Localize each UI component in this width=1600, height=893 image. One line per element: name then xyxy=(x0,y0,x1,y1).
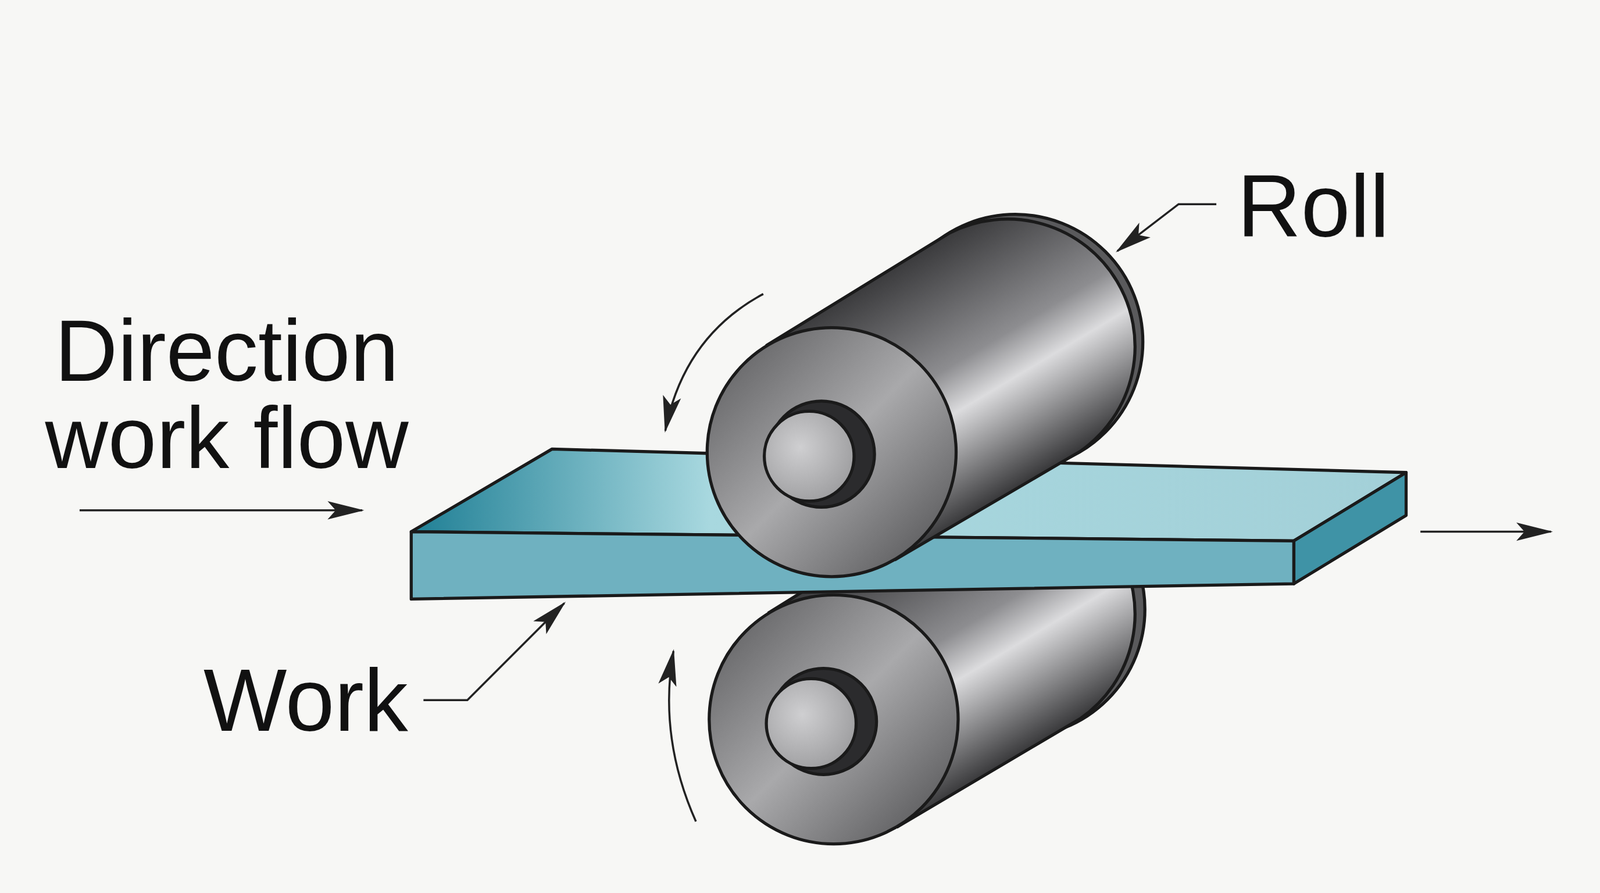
flow-arrow xyxy=(1420,530,1552,534)
leader-line xyxy=(423,602,564,700)
flow-arrow xyxy=(79,509,363,512)
rotation-arrow xyxy=(669,651,696,822)
top-roll xyxy=(706,214,1143,577)
rotation-arrow xyxy=(665,294,763,431)
part-label: Roll xyxy=(1237,161,1390,250)
leader-line xyxy=(1117,204,1217,252)
part-label: Work xyxy=(203,655,409,745)
flow-label: Direction work flow xyxy=(23,306,431,482)
